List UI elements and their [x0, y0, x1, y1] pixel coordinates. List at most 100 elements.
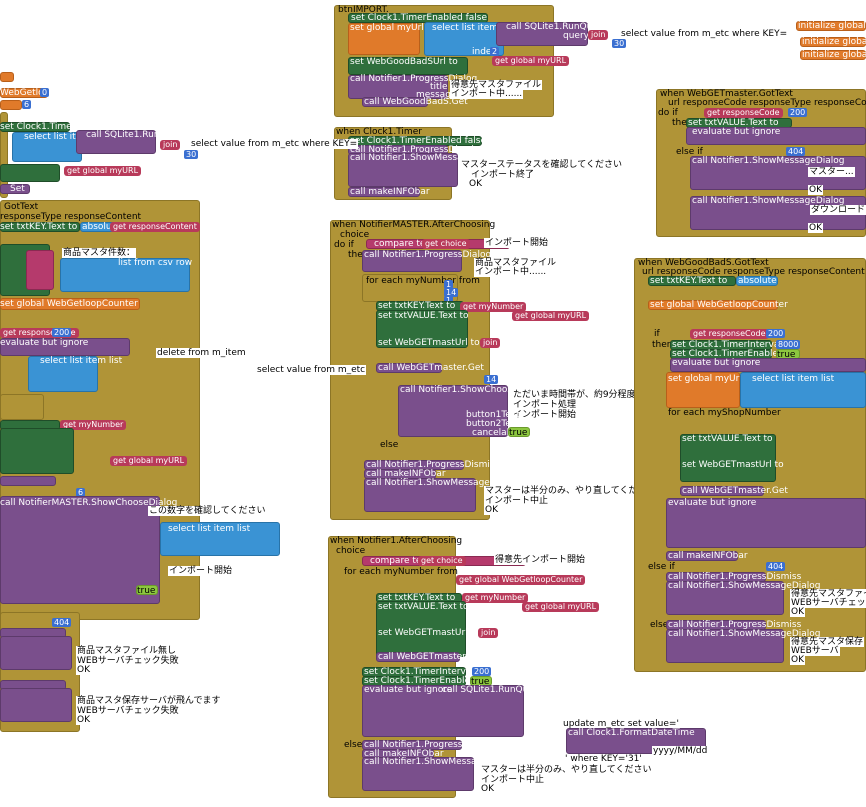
master-for-each[interactable]	[362, 274, 458, 302]
master-else-show[interactable]	[364, 478, 476, 512]
left-global-myurl[interactable]: get global myURL	[64, 166, 142, 176]
left-set-webgoodbads[interactable]	[0, 164, 60, 182]
left-sqlite[interactable]	[76, 130, 156, 154]
goodbads-set-key-label: set txtKEY.Text to	[650, 276, 728, 286]
left-loop-counter[interactable]	[0, 72, 14, 82]
master-join-pill[interactable]: join	[480, 338, 501, 348]
clock-show-msg[interactable]	[348, 153, 458, 187]
left-true[interactable]: true	[136, 585, 158, 595]
left-select-list2[interactable]	[28, 356, 98, 392]
master-call-webget[interactable]	[376, 363, 442, 373]
goodbads-args: url responseCode responseType responseCo…	[642, 267, 865, 277]
message-text: インポート中......	[450, 89, 524, 99]
left-init-6[interactable]	[0, 100, 22, 110]
left-global-myurl2[interactable]: get global myURL	[110, 456, 188, 466]
goodbads-show-msg2[interactable]	[666, 629, 784, 663]
left-select-list3-label: select list item list	[168, 524, 251, 534]
left-list-from-csv[interactable]	[60, 258, 190, 292]
left-join2[interactable]	[26, 250, 54, 290]
webget-msg1: マスター...	[808, 167, 855, 177]
notifier1-show-msg[interactable]	[362, 757, 474, 791]
left-show-msg[interactable]	[0, 636, 72, 670]
notifier1-global-counter[interactable]: get global WebGetloopCounter	[456, 575, 586, 585]
master-get-mynumber[interactable]: get myNumber	[460, 302, 527, 312]
get-choice-pill[interactable]: get choice	[422, 239, 470, 249]
left-webgoodbads-get[interactable]	[0, 184, 30, 194]
left-set-txtkey[interactable]	[0, 222, 80, 232]
notifier1-call-webget[interactable]	[376, 652, 460, 662]
left-response-args: responseType responseContent	[0, 212, 142, 222]
left-gottext-label: GotText	[4, 202, 39, 212]
webget-get-response[interactable]: get responseCode	[704, 108, 783, 118]
left-response-code[interactable]: get responseCode	[0, 328, 79, 338]
goodbads-make-info[interactable]	[666, 551, 738, 561]
master-global-myurl[interactable]: get global myURL	[512, 311, 590, 321]
left-get-mynumber[interactable]: get myNumber	[60, 420, 127, 430]
goodbads-set-loop[interactable]	[648, 300, 778, 310]
master-make-info-label: call makeINFObar	[366, 469, 446, 479]
goodbads-show-msg[interactable]	[666, 581, 784, 615]
master-show-choose[interactable]	[398, 385, 508, 437]
goodbads-select-list[interactable]	[740, 372, 866, 408]
left-set-false[interactable]	[0, 122, 70, 132]
left-select-list2-label: select list item list	[40, 356, 123, 366]
global-myurl-pill[interactable]: get global myURL	[492, 56, 570, 66]
goodbads-set-key[interactable]	[648, 276, 736, 286]
left-show-choose[interactable]	[0, 496, 160, 604]
left-msg-t: 商品マスタファイル無し	[76, 646, 178, 656]
notifier1-update-sql: update m_etc set value='	[562, 719, 680, 729]
webgoodbads-get[interactable]	[362, 97, 428, 107]
webget-show-msg[interactable]	[690, 156, 866, 190]
goodbads-progress-dis-label: call Notifier1.ProgressDismiss	[668, 572, 802, 582]
left-set-txtvalue2[interactable]	[0, 428, 74, 474]
goodbads-absolute[interactable]	[736, 276, 778, 286]
progress-dialog[interactable]	[348, 75, 448, 99]
notifier1-get-mynumber[interactable]: get myNumber	[462, 593, 529, 603]
goodbads-msg-t2: 得意先マスタ保存	[790, 637, 865, 647]
master-button2-label: button2Text	[466, 419, 520, 429]
master-set-txtvalue[interactable]	[376, 310, 468, 348]
sqlite-runquery[interactable]	[496, 22, 588, 46]
master-else-ok: OK	[484, 505, 499, 515]
clock-make-info[interactable]	[348, 187, 420, 197]
left-evaluate[interactable]	[0, 338, 130, 356]
notifier1-evaluate[interactable]	[362, 685, 524, 737]
webget-eq404: 404	[786, 147, 806, 156]
left-select-list[interactable]	[12, 132, 82, 162]
goodbads-call-webget[interactable]	[680, 486, 764, 496]
left-n6: 6	[22, 100, 32, 109]
goodbads-set-global-myurl-label: set global myUrl to	[668, 374, 754, 384]
goodbads-evaluate2-label: evaluate but ignore	[668, 498, 757, 508]
left-join[interactable]: join	[160, 140, 181, 150]
set-global-myurl[interactable]	[348, 23, 420, 55]
clock-progress-dismiss-label: call Notifier1.ProgressDismiss	[350, 145, 484, 155]
master-else: else	[380, 440, 399, 450]
notifier1-get-choice[interactable]: get choice	[418, 556, 466, 566]
master-progress[interactable]	[362, 250, 462, 272]
goodbads-else: else	[650, 620, 669, 630]
notifier1-join[interactable]: join	[478, 628, 499, 638]
notifier1-global-myurl[interactable]: get global myURL	[522, 602, 600, 612]
notifier1-else: else	[344, 740, 363, 750]
left-set-webgetloop[interactable]	[0, 298, 140, 310]
goodbads-else-if: else if	[648, 562, 675, 572]
left-show-msg2[interactable]	[0, 688, 72, 722]
goodbads-set-txtvalue[interactable]	[680, 434, 776, 482]
webget-elseif: else if	[676, 147, 703, 157]
set-webgoodbads[interactable]	[348, 57, 468, 75]
goodbads-get-response[interactable]: get responseCode	[690, 329, 769, 339]
left-select-list3[interactable]	[160, 522, 280, 556]
join-pill[interactable]: join	[588, 30, 609, 40]
goodbads-set-webget-label: set WebGETmastUrl to	[682, 460, 784, 470]
left-title-t: WEBサーバチェック失敗	[76, 656, 180, 666]
left-for-each[interactable]	[0, 394, 44, 420]
left-call-webget[interactable]	[0, 476, 56, 486]
goodbads-set-global-myurl[interactable]	[666, 372, 740, 408]
notifier1-set-txtvalue[interactable]	[376, 601, 466, 657]
notifier1-where-key: ' where KEY='31'	[564, 754, 643, 764]
left-get-response-content[interactable]: get responseContent	[110, 222, 200, 232]
set-clock-false[interactable]	[348, 13, 488, 23]
master-true-pill[interactable]: true	[508, 427, 530, 437]
left-top-block[interactable]	[0, 112, 8, 198]
left-ok2: OK	[76, 715, 91, 725]
